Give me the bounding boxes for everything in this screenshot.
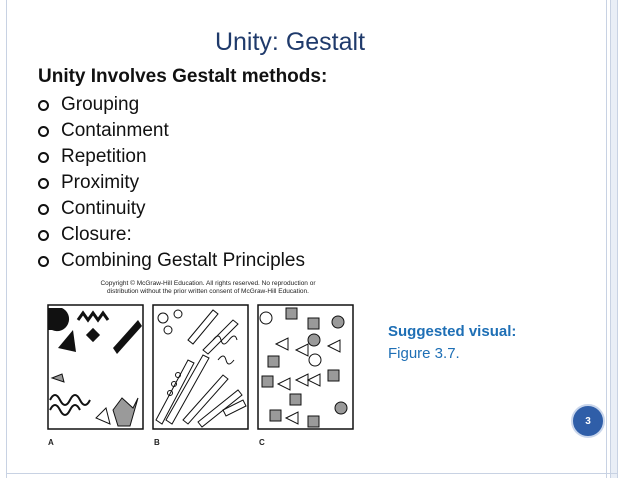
bullet-ring-icon [38,125,49,137]
bullet-ring-icon [38,151,49,163]
figure-panel-label-c: C [259,438,265,447]
figure-panel-c [257,304,354,430]
slide-frame-bottom [6,473,618,474]
slide-title: Unity: Gestalt [214,28,366,56]
copyright-line: distribution without the prior written c… [107,288,309,295]
bullet-item: Combining Gestalt Principles [38,248,305,274]
bullet-ring-icon [38,255,49,267]
bullet-label: Continuity [61,198,146,219]
slide-subheading: Unity Involves Gestalt methods: [38,66,328,87]
slide-frame-left [6,0,7,478]
page-number-badge: 3 [571,404,605,438]
bullet-item: Proximity [38,170,305,196]
figure-panel-b [152,304,249,430]
bullet-item: Grouping [38,92,305,118]
bullet-item: Repetition [38,144,305,170]
bullet-item: Closure: [38,222,305,248]
suggested-visual-reference: Figure 3.7. [388,345,460,362]
bullet-ring-icon [38,177,49,189]
figure-panel-label-a: A [48,438,54,447]
copyright-line: Copyright © McGraw-Hill Education. All r… [100,280,316,287]
bullet-ring-icon [38,99,49,111]
bullet-label: Proximity [61,172,140,193]
bullet-label: Repetition [61,146,147,167]
bullet-ring-icon [38,203,49,215]
figure-panel-a [47,304,144,430]
bullet-item: Containment [38,118,305,144]
figure-copyright: Copyright © McGraw-Hill Education. All r… [92,280,324,296]
bullet-list: Grouping Containment Repetition Proximit… [38,92,305,274]
bullet-label: Containment [61,120,169,141]
bullet-ring-icon [38,229,49,241]
slide-frame-right-band [610,0,618,478]
bullet-label: Closure: [61,224,132,245]
slide-frame-right-line [606,0,607,478]
bullet-label: Grouping [61,94,140,115]
bullet-item: Continuity [38,196,305,222]
suggested-visual-title: Suggested visual: [388,323,517,340]
figure-panel-label-b: B [154,438,160,447]
bullet-label: Combining Gestalt Principles [61,250,305,271]
gestalt-figure [47,304,354,430]
